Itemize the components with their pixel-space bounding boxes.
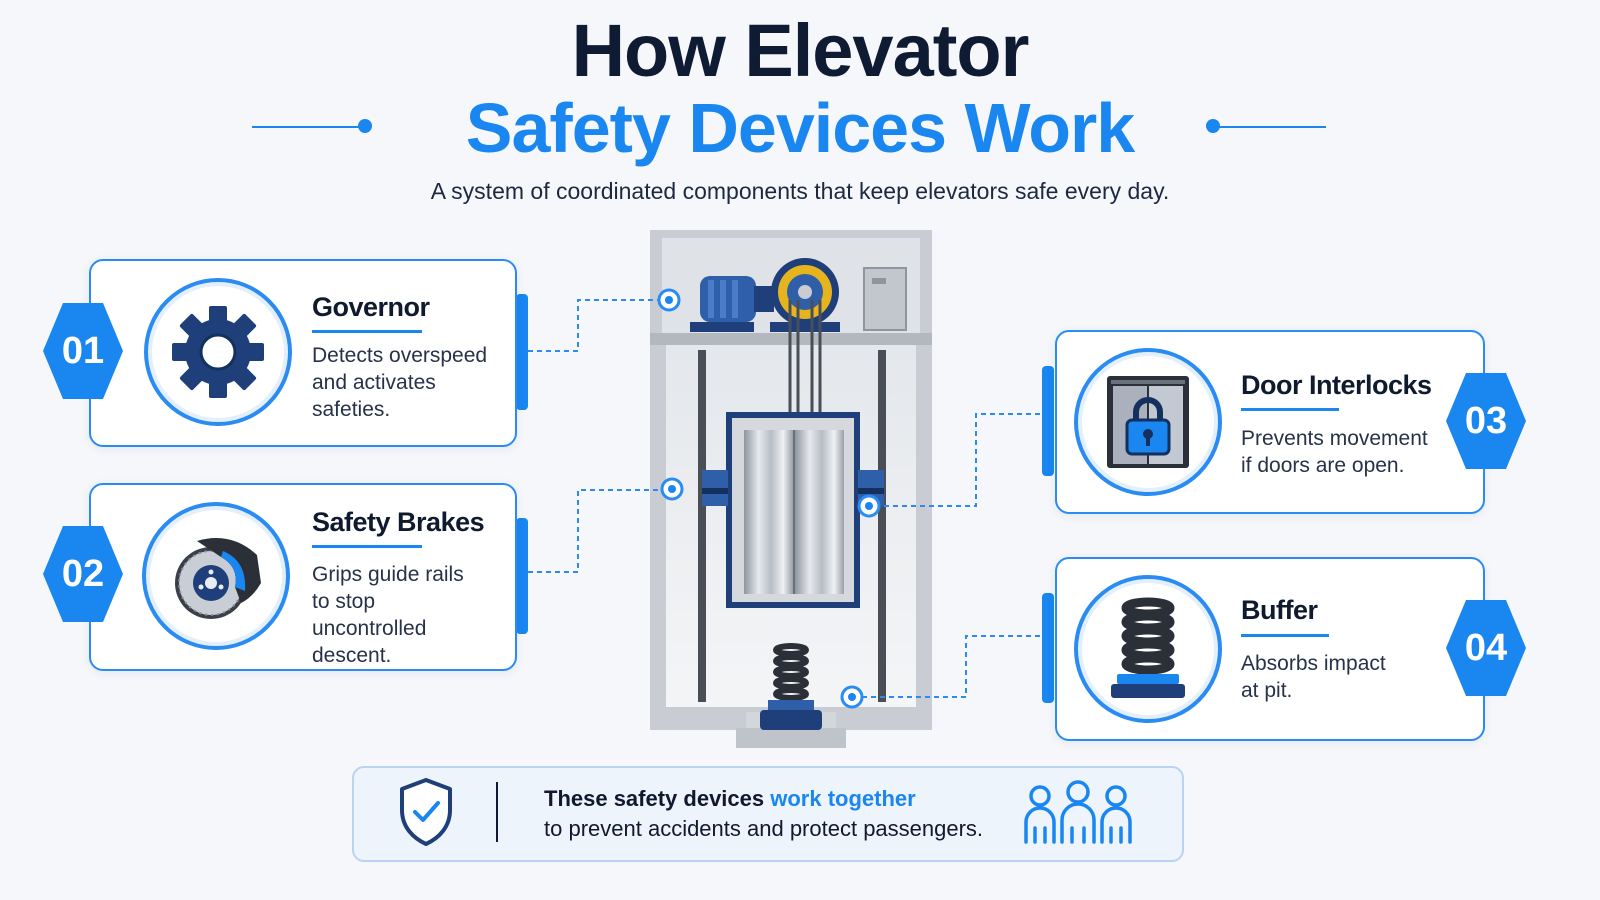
buffer-description-line: Absorbs impact <box>1241 652 1386 675</box>
governor-title: Governor <box>312 292 430 322</box>
governor-connector <box>528 299 660 352</box>
door-interlocks-description-line: Prevents movement <box>1241 427 1428 450</box>
buffer-connector <box>862 635 1040 698</box>
title-left-dot <box>358 119 372 133</box>
safety-brakes-node <box>660 477 684 501</box>
safety-brakes-icon-ring <box>142 502 290 650</box>
pit-buffer <box>760 643 822 730</box>
footer-divider <box>496 782 498 842</box>
governor-description-line: safeties. <box>312 398 391 421</box>
gear-icon <box>172 306 264 398</box>
safety-brakes-title: Safety Brakes <box>312 507 485 537</box>
governor-card-tab <box>516 294 528 410</box>
controller-cabinet <box>863 267 907 331</box>
machine-motor <box>690 276 774 332</box>
footer-message-highlight: work together <box>770 786 916 811</box>
page-subtitle: A system of coordinated components that … <box>430 178 1170 204</box>
safety-brakes-description: Grips guide rails to stop uncontrolled d… <box>312 561 464 669</box>
door-interlocks-node <box>857 494 881 518</box>
footer-message-line-2: to prevent accidents and protect passeng… <box>544 816 984 841</box>
buffer-node <box>840 685 864 709</box>
title-right-dot <box>1206 119 1220 133</box>
footer-message-line-1: These safety devices work together <box>544 786 916 812</box>
elevator-car <box>702 412 884 608</box>
door-interlocks-icon-ring <box>1074 348 1222 496</box>
buffer-card-tab <box>1042 593 1054 703</box>
door-interlocks-description: Prevents movement if doors are open. <box>1241 425 1428 479</box>
safety-brakes-title-underline <box>312 545 422 548</box>
safety-brakes-connector <box>528 489 662 573</box>
governor-description-line: Detects overspeed <box>312 344 488 367</box>
door-interlocks-number-badge: 03 <box>1446 373 1526 469</box>
guide-rails <box>698 350 886 702</box>
door-interlocks-title: Door Interlocks <box>1241 370 1432 400</box>
safety-brakes-description-line: uncontrolled <box>312 617 427 640</box>
safety-brakes-description-line: Grips guide rails <box>312 563 464 586</box>
governor-node <box>657 288 681 312</box>
buffer-title-underline <box>1241 634 1329 637</box>
buffer-number-badge: 04 <box>1446 600 1526 696</box>
people-group-icon <box>1024 780 1132 844</box>
safety-brakes-description-line: descent. <box>312 644 392 667</box>
footer-message-text: These safety devices <box>544 786 771 811</box>
buffer-title: Buffer <box>1241 595 1318 625</box>
spring-buffer-icon <box>1111 597 1185 698</box>
governor-title-underline <box>312 330 422 333</box>
page-title-line-2: Safety Devices Work <box>465 89 1135 167</box>
safety-brakes-card <box>89 483 517 671</box>
governor-icon-ring <box>144 278 292 426</box>
governor-description-line: and activates <box>312 371 436 394</box>
buffer-description: Absorbs impact at pit. <box>1241 650 1386 704</box>
shield-check-icon <box>400 778 452 846</box>
door-interlocks-card-tab <box>1042 366 1054 476</box>
door-interlocks-connector <box>880 413 1040 507</box>
elevator-shaft-illustration <box>528 230 1040 748</box>
footer-banner <box>352 766 1184 862</box>
safety-brakes-description-line: to stop <box>312 590 376 613</box>
page-title-line-1: How Elevator <box>571 9 1030 92</box>
brake-disc-icon <box>175 538 261 619</box>
title-right-rule <box>1218 126 1326 128</box>
buffer-description-line: at pit. <box>1241 679 1293 702</box>
hoist-ropes <box>788 300 822 412</box>
buffer-icon-ring <box>1074 575 1222 723</box>
title-left-rule <box>252 126 360 128</box>
governor-description: Detects overspeed and activates safeties… <box>312 342 487 423</box>
safety-brakes-card-tab <box>516 518 528 634</box>
door-interlocks-title-underline <box>1241 408 1339 411</box>
door-lock-icon <box>1107 376 1189 468</box>
door-interlocks-description-line: if doors are open. <box>1241 454 1405 477</box>
